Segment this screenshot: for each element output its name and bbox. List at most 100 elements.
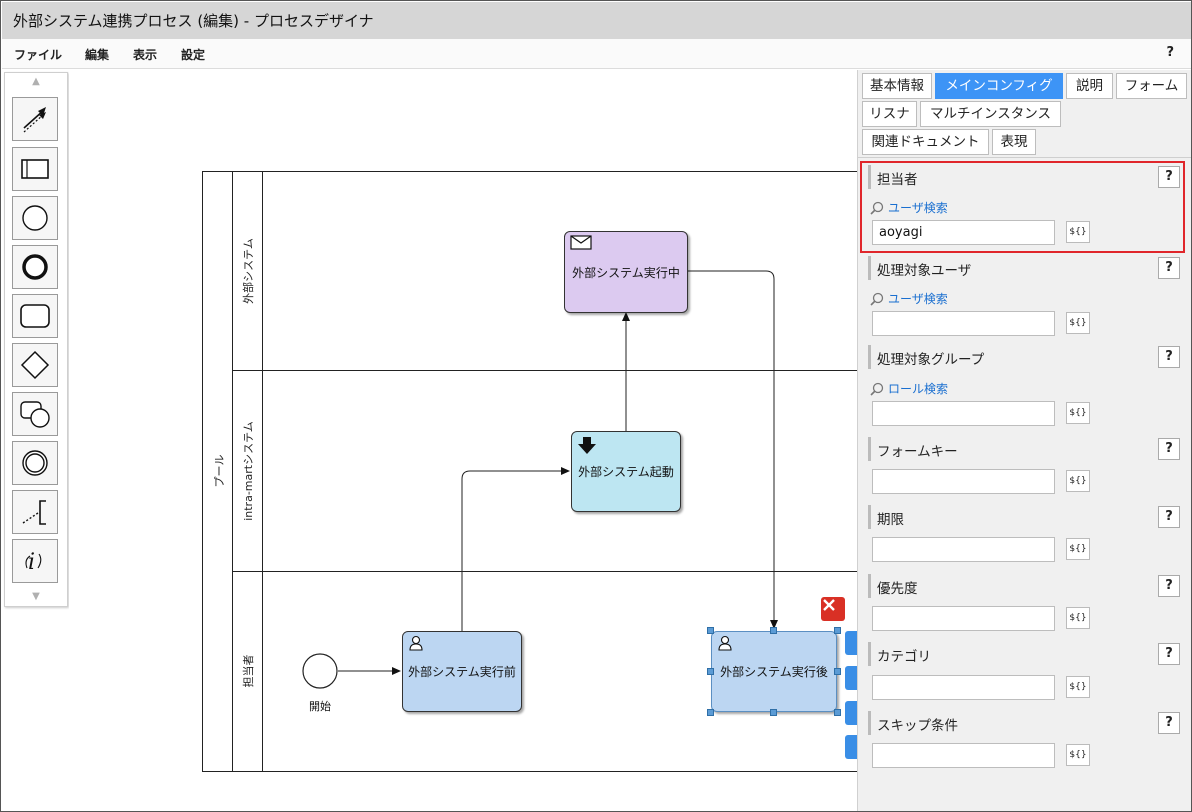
resize-handle[interactable] <box>707 709 714 716</box>
information-tool-icon[interactable]: i <box>12 539 58 583</box>
task-before-external[interactable]: 外部システム実行前 <box>402 631 522 712</box>
add-event-icon[interactable] <box>845 735 857 759</box>
help-button[interactable]: ? <box>1158 506 1180 528</box>
window-title: 外部システム連携プロセス (編集) - プロセスデザイナ <box>13 12 374 30</box>
section-due-date: 期限 ? <box>868 505 1180 529</box>
palette-scroll-up-icon[interactable]: ▲ <box>32 76 40 87</box>
section-skip-condition: スキップ条件 ? <box>868 711 1180 735</box>
pool-label: プール <box>213 454 226 488</box>
priority-field[interactable] <box>872 606 1055 631</box>
help-button[interactable]: ? <box>1158 438 1180 460</box>
category-field[interactable] <box>872 675 1055 700</box>
menu-bar: ファイル 編集 表示 設定 ? <box>2 39 1191 69</box>
tab-description[interactable]: 説明 <box>1066 73 1113 99</box>
svg-text:i: i <box>28 550 35 575</box>
expression-button[interactable]: ${} <box>1066 221 1090 243</box>
menu-settings[interactable]: 設定 <box>181 48 206 62</box>
task-label: 外部システム実行中 <box>572 265 680 280</box>
expression-button[interactable]: ${} <box>1066 470 1090 492</box>
connector-tool-icon[interactable] <box>12 97 58 141</box>
task-after-external[interactable]: 外部システム実行後 <box>711 631 837 712</box>
delete-icon[interactable] <box>821 597 845 621</box>
start-event-tool-icon[interactable] <box>12 196 58 240</box>
section-bar <box>868 437 871 461</box>
annotation-tool-icon[interactable] <box>12 490 58 534</box>
expression-button[interactable]: ${} <box>1066 402 1090 424</box>
end-event-tool-icon[interactable] <box>12 245 58 289</box>
task-label: 外部システム起動 <box>578 465 674 479</box>
expression-button[interactable]: ${} <box>1066 312 1090 334</box>
expression-button[interactable]: ${} <box>1066 744 1090 766</box>
lane-tool-icon[interactable] <box>12 147 58 191</box>
tab-related-documents[interactable]: 関連ドキュメント <box>862 129 989 155</box>
section-candidate-users: 処理対象ユーザ ? <box>868 256 1180 280</box>
intermediate-event-tool-icon[interactable] <box>12 441 58 485</box>
task-external-start[interactable]: 外部システム起動 <box>571 431 681 512</box>
candidate-users-field[interactable] <box>872 311 1055 336</box>
subprocess-tool-icon[interactable] <box>12 392 58 436</box>
start-event-label: 開始 <box>309 700 331 713</box>
due-date-field[interactable] <box>872 537 1055 562</box>
resize-handle[interactable] <box>770 627 777 634</box>
help-button[interactable]: ? <box>1166 45 1174 60</box>
menu-edit[interactable]: 編集 <box>85 48 110 62</box>
search-link-label: ユーザ検索 <box>888 201 948 215</box>
resize-handle[interactable] <box>770 709 777 716</box>
tab-multi-instance[interactable]: マルチインスタンス <box>920 101 1061 127</box>
task-tool-icon[interactable] <box>12 294 58 338</box>
section-priority: 優先度 ? <box>868 574 1180 598</box>
user-search-link[interactable]: ユーザ検索 <box>870 199 948 216</box>
expression-button[interactable]: ${} <box>1066 676 1090 698</box>
section-candidate-groups: 処理対象グループ ? <box>868 345 1180 369</box>
help-button[interactable]: ? <box>1158 712 1180 734</box>
form-key-field[interactable] <box>872 469 1055 494</box>
gateway-tool-icon[interactable] <box>12 343 58 387</box>
diagram-canvas[interactable]: プール 外部システム intra-martシステム 担当者 外部システム実行中 … <box>69 70 857 811</box>
help-button[interactable]: ? <box>1158 166 1180 188</box>
resize-handle[interactable] <box>834 709 841 716</box>
add-task-icon[interactable] <box>845 666 857 690</box>
add-gateway-icon[interactable] <box>845 701 857 725</box>
section-label: カテゴリ <box>877 649 931 665</box>
add-connection-icon[interactable] <box>845 631 857 655</box>
user-search-link[interactable]: ユーザ検索 <box>870 290 948 307</box>
tab-form[interactable]: フォーム <box>1116 73 1187 99</box>
menu-file[interactable]: ファイル <box>14 48 63 62</box>
tab-listener[interactable]: リスナ <box>862 101 917 127</box>
skip-condition-field[interactable] <box>872 743 1055 768</box>
properties-panel: 基本情報 メインコンフィグ 説明 フォーム リスナ マルチインスタンス 関連ドキ… <box>857 70 1191 811</box>
menu-view[interactable]: 表示 <box>133 48 158 62</box>
section-bar <box>868 642 871 666</box>
lane-label-intramart: intra-martシステム <box>242 421 255 521</box>
candidate-groups-field[interactable] <box>872 401 1055 426</box>
section-assignee: 担当者 ? <box>868 165 1180 189</box>
assignee-field[interactable]: aoyagi <box>872 220 1055 245</box>
help-button[interactable]: ? <box>1158 346 1180 368</box>
section-label: 担当者 <box>877 172 918 188</box>
task-label: 外部システム実行前 <box>408 665 516 679</box>
tab-expression[interactable]: 表現 <box>992 129 1036 155</box>
section-label: 処理対象ユーザ <box>877 263 972 279</box>
resize-handle[interactable] <box>707 668 714 675</box>
role-search-link[interactable]: ロール検索 <box>870 380 948 397</box>
palette-scroll-down-icon[interactable]: ▼ <box>32 591 40 602</box>
expression-button[interactable]: ${} <box>1066 538 1090 560</box>
resize-handle[interactable] <box>834 627 841 634</box>
tab-divider <box>858 157 1191 158</box>
lane-label-external: 外部システム <box>242 238 255 304</box>
title-bar: 外部システム連携プロセス (編集) - プロセスデザイナ <box>2 2 1191 39</box>
tab-main-config[interactable]: メインコンフィグ <box>935 73 1063 99</box>
section-label: フォームキー <box>877 444 958 460</box>
resize-handle[interactable] <box>707 627 714 634</box>
help-button[interactable]: ? <box>1158 643 1180 665</box>
help-button[interactable]: ? <box>1158 257 1180 279</box>
section-category: カテゴリ ? <box>868 642 1180 666</box>
section-bar <box>868 165 871 189</box>
section-bar <box>868 345 871 369</box>
resize-handle[interactable] <box>834 668 841 675</box>
section-bar <box>868 711 871 735</box>
help-button[interactable]: ? <box>1158 575 1180 597</box>
expression-button[interactable]: ${} <box>1066 607 1090 629</box>
task-external-running[interactable]: 外部システム実行中 <box>564 231 688 313</box>
tab-basic-info[interactable]: 基本情報 <box>862 73 932 99</box>
